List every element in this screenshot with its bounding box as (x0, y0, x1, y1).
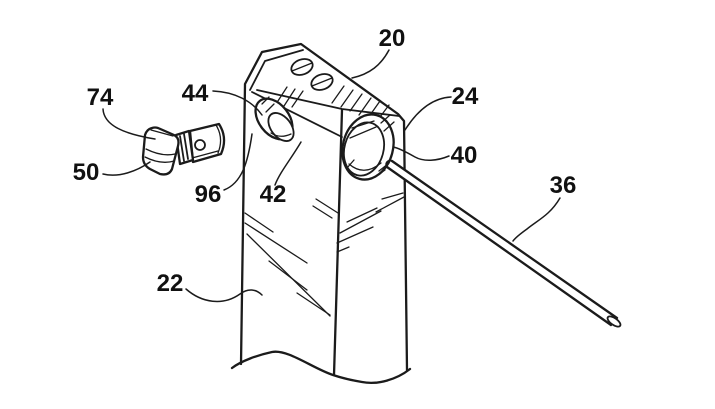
bolt-body (188, 122, 226, 164)
block-sliver-edge (249, 49, 304, 91)
large-hole-rim-shading (346, 114, 395, 178)
leader-22 (185, 288, 263, 303)
reference-numerals: 20 22 24 36 40 42 44 50 74 96 (73, 25, 577, 297)
bolt-head-facets (144, 129, 176, 163)
block-topface-edge (256, 89, 400, 117)
rod-mask (387, 161, 617, 325)
block-break-line (230, 350, 412, 384)
screw-slot (291, 62, 313, 72)
side-face-hatch (336, 192, 405, 253)
ref-label-96: 96 (195, 181, 222, 208)
leader-74 (102, 108, 156, 140)
front-face-hatch (244, 198, 339, 317)
ref-label-40: 40 (451, 142, 478, 169)
small-hole (254, 96, 295, 142)
leader-50 (102, 161, 151, 176)
ref-label-22: 22 (157, 270, 184, 297)
rod-end-face (606, 315, 622, 328)
leader-44 (212, 90, 263, 116)
rod-top-edge (390, 159, 619, 320)
bolt-endcap-line (215, 124, 222, 154)
small-hole-bore (267, 112, 295, 142)
ref-label-24: 24 (452, 83, 479, 110)
screw-slot (311, 77, 333, 87)
ref-label-44: 44 (182, 80, 209, 107)
ref-label-42: 42 (260, 181, 287, 208)
rod-bottom-edge (385, 165, 613, 327)
rod-near-tip (385, 159, 393, 168)
leader-20 (351, 49, 390, 79)
bolt-head (141, 126, 180, 176)
top-screws (290, 58, 334, 91)
rod (385, 159, 622, 328)
leader-40 (392, 146, 450, 161)
bolt-side-hole (194, 139, 206, 151)
bolt-collar-stripes (179, 133, 189, 162)
leader-24 (404, 96, 452, 131)
bolt (141, 122, 226, 176)
ref-label-20: 20 (379, 25, 406, 52)
leader-42 (274, 141, 302, 186)
leader-96 (223, 133, 253, 191)
block-silhouette (239, 42, 409, 372)
block-body (230, 42, 412, 384)
ref-label-36: 36 (550, 172, 577, 199)
bolt-body-line (191, 150, 219, 159)
small-hole-rim-shading (261, 96, 292, 137)
ref-label-74: 74 (87, 84, 114, 111)
ref-label-50: 50 (73, 159, 100, 186)
leader-lines (102, 49, 561, 303)
leader-36 (512, 197, 561, 242)
large-hole (341, 113, 395, 181)
